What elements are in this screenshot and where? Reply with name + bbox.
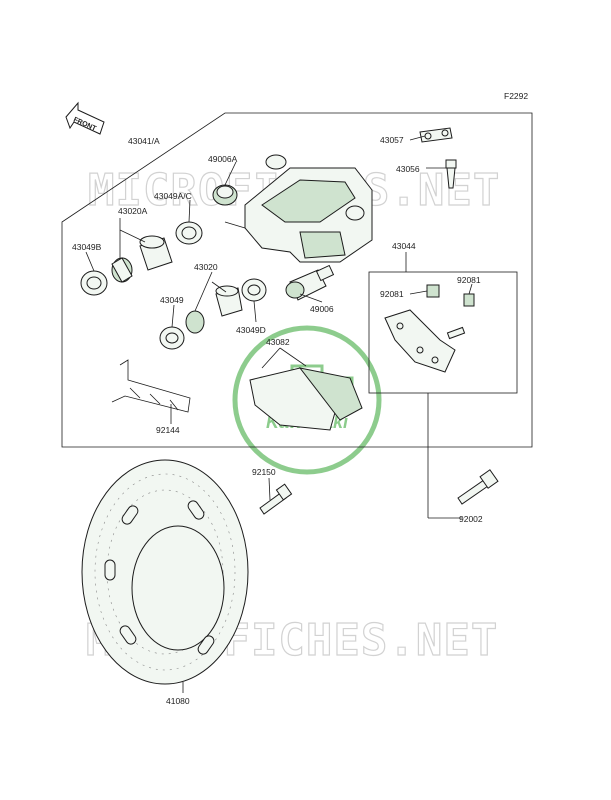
part-92144-pad-spring: [111, 359, 191, 413]
part-43020: [185, 285, 243, 334]
label-43049D: 43049D: [236, 325, 266, 335]
part-43049AC: [175, 221, 203, 245]
label-43020: 43020: [194, 262, 218, 272]
figure-code: F2292: [504, 91, 528, 101]
part-43082-brake-pads: [249, 367, 363, 431]
label-43082: 43082: [266, 337, 290, 347]
label-43049: 43049: [160, 295, 184, 305]
part-92081-a: [426, 284, 440, 298]
part-92150-bolt: [259, 483, 293, 515]
part-43056: [445, 159, 457, 189]
part-43049: [159, 326, 185, 350]
label-92081-a: 92081: [380, 289, 404, 299]
label-43057: 43057: [380, 135, 404, 145]
label-43049B: 43049B: [72, 242, 102, 252]
part-43049D: [241, 278, 267, 302]
label-49006A: 49006A: [208, 154, 238, 164]
label-43041A: 43041/A: [128, 136, 160, 146]
label-43049AC: 43049A/C: [154, 191, 192, 201]
part-49006A: [212, 184, 238, 206]
part-43020A: [111, 235, 173, 283]
leader-lines: [85, 135, 473, 693]
label-43056: 43056: [396, 164, 420, 174]
caliper-body: [244, 154, 373, 263]
front-arrow: FRONT: [65, 101, 105, 135]
label-92150: 92150: [252, 467, 276, 477]
label-49006: 49006: [310, 304, 334, 314]
part-43044-bracket: [384, 309, 466, 373]
part-92002-bolt: [457, 469, 499, 505]
part-43057: [419, 127, 453, 143]
bracket-subassembly-outline: [368, 271, 518, 394]
caliper-assembly-outline: [61, 112, 533, 448]
label-92081-b: 92081: [457, 275, 481, 285]
label-43020A: 43020A: [118, 206, 148, 216]
label-41080: 41080: [166, 696, 190, 706]
part-41080-brake-disc: [81, 459, 249, 685]
label-92002: 92002: [459, 514, 483, 524]
label-92144: 92144: [156, 425, 180, 435]
part-92081-b: [463, 293, 475, 307]
part-43049B: [80, 270, 108, 296]
label-43044: 43044: [392, 241, 416, 251]
part-49006: [285, 264, 335, 301]
